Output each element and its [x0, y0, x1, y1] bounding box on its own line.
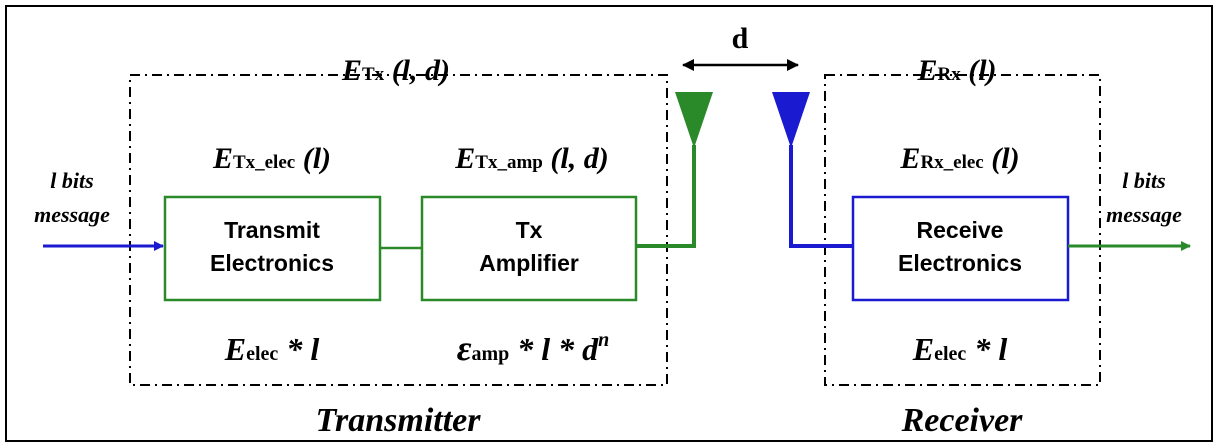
tx-amplifier-label-line2: Amplifier: [479, 250, 579, 276]
rx-antenna-feed: [789, 145, 853, 248]
receive-electronics-label-line1: Receive: [917, 217, 1004, 243]
input-message-line1: l bits: [50, 168, 93, 193]
transmit-electronics-energy-label: ETx_elec (l): [212, 142, 331, 175]
tx-amplifier-label-line1: Tx: [516, 217, 543, 243]
receive-electronics-block: [851, 195, 1070, 302]
distance-label: d: [732, 22, 749, 55]
input-message-line2: message: [34, 202, 110, 227]
transmitter-energy-label: ETx (l, d): [341, 54, 450, 87]
tx-amplifier-formula: εamp * l * dn: [457, 328, 610, 368]
receiver-energy-label: ERx (l): [916, 54, 996, 87]
receiver-boundary: [824, 74, 1101, 386]
transmit-electronics-label-line1: Transmit: [224, 217, 320, 243]
output-message-line1: l bits: [1122, 168, 1165, 193]
transmit-electronics-formula: Eelec * l: [224, 331, 320, 367]
rx-antenna-icon: [772, 92, 810, 148]
transmitter-boundary: [129, 74, 668, 386]
transmitter-group-label: Transmitter: [316, 402, 482, 439]
transmit-electronics-block: [163, 195, 382, 302]
tx-amplifier-energy-label: ETx_amp (l, d): [454, 142, 608, 175]
receiver-group-label: Receiver: [901, 402, 1024, 439]
tx-antenna-feed: [636, 145, 696, 248]
transmit-electronics-label-line2: Electronics: [210, 250, 334, 276]
receive-electronics-label-line2: Electronics: [898, 250, 1022, 276]
output-message-line2: message: [1106, 202, 1182, 227]
receive-electronics-formula: Eelec * l: [912, 331, 1008, 367]
tx-amplifier-block: [420, 195, 638, 302]
tx-antenna-icon: [675, 92, 713, 148]
receive-electronics-energy-label: ERx_elec (l): [899, 142, 1019, 175]
